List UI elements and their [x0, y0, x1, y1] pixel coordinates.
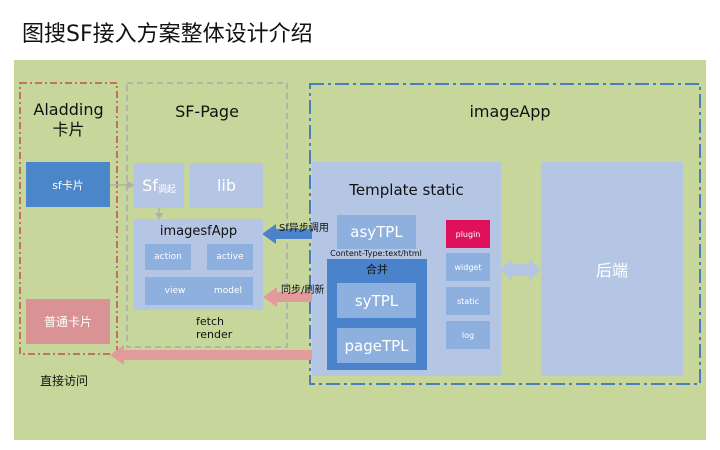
- template-static-title: Template static: [349, 181, 464, 199]
- page-title: 图搜SF接入方案整体设计介绍: [22, 22, 313, 47]
- sync-refresh-label: 同步/刷新: [281, 285, 325, 296]
- arrow-direct-access: [110, 345, 326, 365]
- pagetpl-box: pageTPL: [337, 328, 416, 363]
- direct-access-label: 直接访问: [40, 374, 89, 388]
- fetch-label: fetch: [196, 315, 224, 328]
- content-type-label: Content-Type:text/html: [330, 248, 422, 258]
- sf-invoke-sub: 调起: [157, 185, 176, 195]
- lib-box: lib: [190, 163, 263, 208]
- fetch-render-label: fetch render: [196, 315, 232, 341]
- log-box: log: [446, 321, 490, 349]
- arrow-sfcard-to-sf-head: [127, 181, 135, 189]
- merge-label: 合并: [366, 263, 388, 276]
- active-box: active: [207, 244, 253, 270]
- normal-card: 普通卡片: [26, 299, 110, 344]
- view-model-box: [145, 277, 253, 305]
- aladdin-title-line2: 卡片: [52, 120, 85, 139]
- widget-box: widget: [446, 253, 490, 281]
- model-label: model: [213, 286, 243, 296]
- asytpl-box: asyTPL: [337, 215, 416, 249]
- view-label: view: [164, 286, 186, 296]
- plugin-box: plugin: [446, 220, 490, 248]
- sfpage-border: [126, 82, 288, 348]
- static-box: static: [446, 287, 490, 315]
- backend-box: 后端: [541, 162, 683, 376]
- imagesfapp-title: imagesfApp: [159, 223, 238, 239]
- aladdin-title: Aladding 卡片: [20, 98, 117, 142]
- sf-invoke-main: Sf: [142, 176, 158, 195]
- sfpage-title: SF-Page: [175, 101, 239, 121]
- render-label: render: [196, 328, 233, 341]
- sf-async-label: Sf异步调用: [279, 223, 329, 234]
- aladdin-border: [19, 82, 118, 355]
- arrow-sf-to-app-head: [155, 213, 163, 220]
- sf-card: sf卡片: [26, 162, 110, 207]
- action-box: action: [145, 244, 191, 270]
- imageapp-title: imageApp: [469, 101, 551, 121]
- arrow-template-backend: [500, 259, 541, 281]
- aladdin-title-line1: Aladding: [33, 100, 104, 119]
- sytpl-box: syTPL: [337, 283, 416, 318]
